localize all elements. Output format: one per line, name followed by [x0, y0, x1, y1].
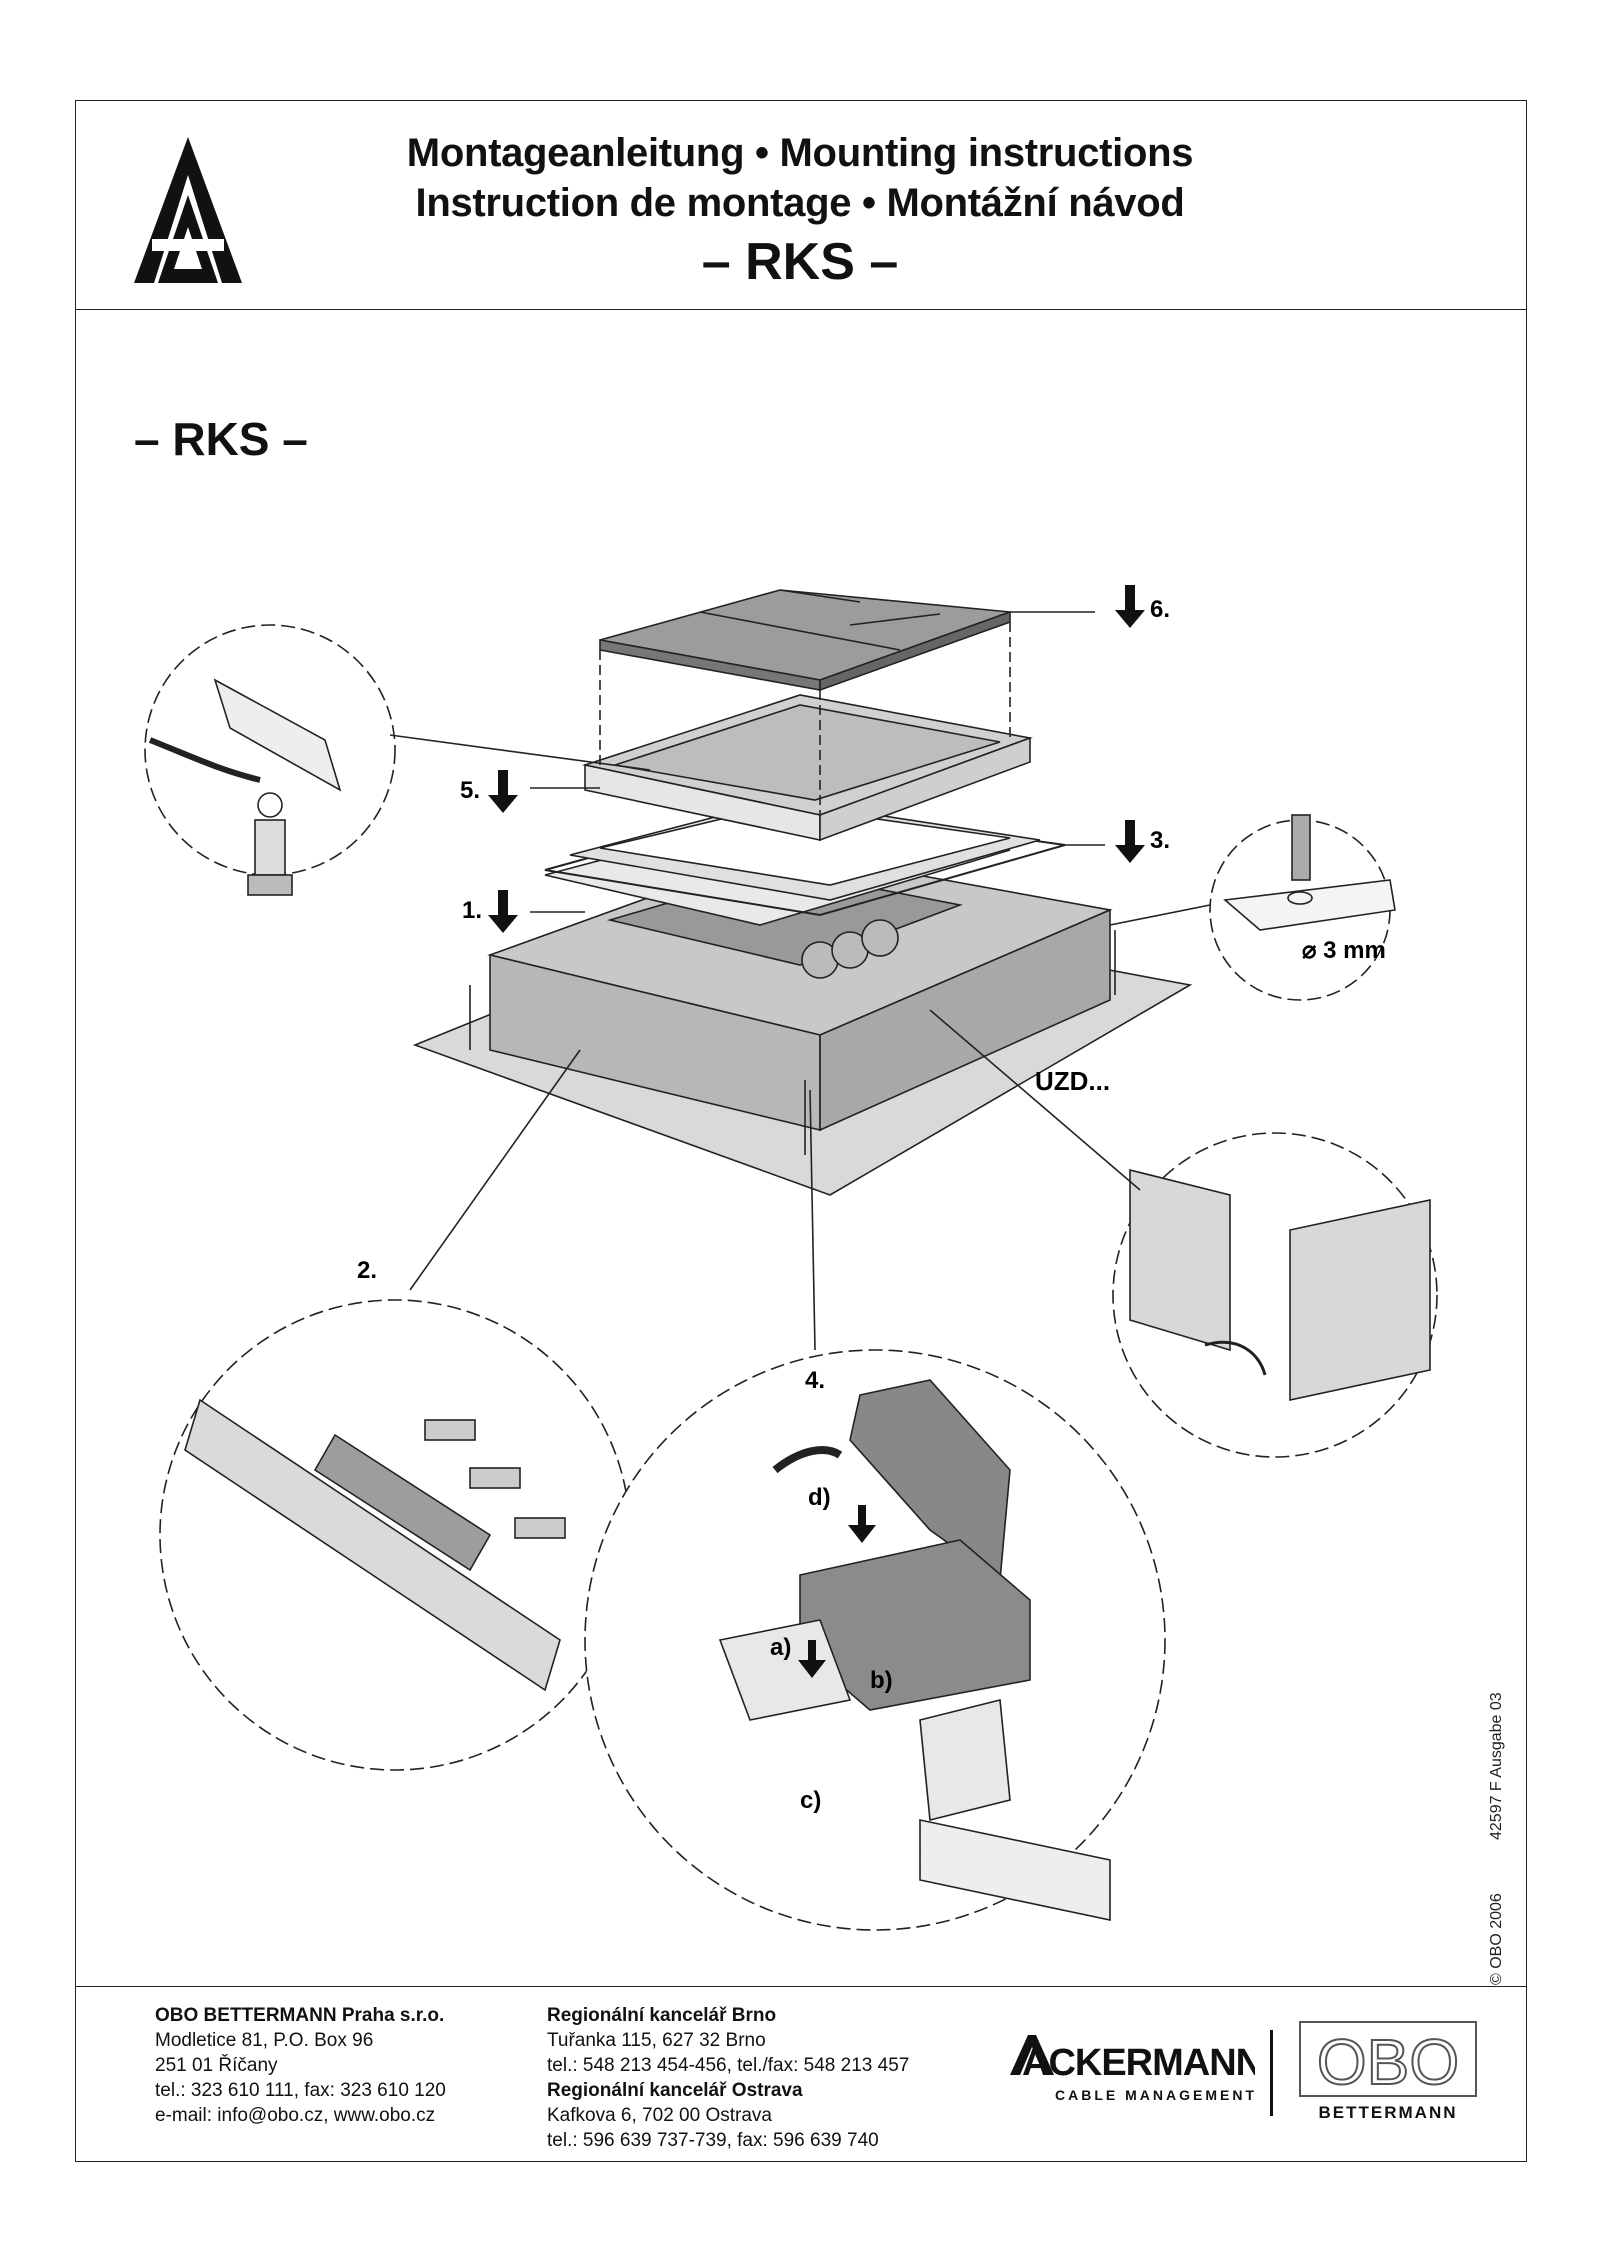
- label-drill: ⌀ 3 mm: [1302, 937, 1386, 964]
- footer-phone: tel.: 323 610 111, fax: 323 610 120: [155, 2080, 446, 2101]
- obo-triangle-logo: [134, 137, 242, 283]
- label-b: b): [870, 1667, 893, 1694]
- label-step-2: 2.: [357, 1257, 377, 1284]
- label-step-5: 5.: [460, 777, 480, 804]
- footer-ostrava-addr: Kafkova 6, 702 00 Ostrava: [547, 2105, 772, 2126]
- label-step-1: 1.: [462, 897, 482, 924]
- footer-address2: 251 01 Říčany: [155, 2055, 278, 2076]
- footer-ostrava-title: Regionální kancelář Ostrava: [547, 2080, 803, 2101]
- copyright: © OBO 2006: [1488, 1893, 1505, 1985]
- section-label: – RKS –: [134, 413, 308, 465]
- footer-brno-addr: Tuřanka 115, 627 32 Brno: [547, 2030, 766, 2051]
- page-frame: [75, 100, 1527, 2162]
- bettermann-wordmark: BETTERMANN: [1319, 2103, 1458, 2122]
- title-line-3: – RKS –: [701, 233, 899, 291]
- footer-ostrava-phone: tel.: 596 639 737-739, fax: 596 639 740: [547, 2130, 879, 2151]
- footer-brno-phone: tel.: 548 213 454-456, tel./fax: 548 213…: [547, 2055, 910, 2076]
- footer: [75, 1986, 1527, 2162]
- header: [75, 100, 1527, 310]
- assembly-illustration: 6. 5. 3. 1. 2. 4. ⌀ 3 mm UZD... d) a) b)…: [144, 585, 1438, 1931]
- label-step-4: 4.: [805, 1367, 825, 1394]
- footer-email[interactable]: e-mail: info@obo.cz, www.obo.cz: [155, 2105, 436, 2126]
- footer-regional: Regionální kancelář Brno Tuřanka 115, 62…: [547, 2003, 909, 2153]
- document-code: 42597 F Ausgabe 03: [1488, 1692, 1505, 1840]
- label-step-3: 3.: [1150, 827, 1170, 854]
- logo-divider: [1270, 2030, 1273, 2116]
- footer-praha: OBO BETTERMANN Praha s.r.o. Modletice 81…: [155, 2003, 446, 2128]
- label-c: c): [800, 1787, 821, 1814]
- ackermann-wordmark: ACKERMANN: [1022, 2042, 1255, 2084]
- title-line-2: Instruction de montage • Montážní návod: [415, 181, 1185, 225]
- footer-address1: Modletice 81, P.O. Box 96: [155, 2030, 374, 2051]
- ackermann-tagline: CABLE MANAGEMENT: [1055, 2087, 1255, 2103]
- label-step-6: 6.: [1150, 596, 1170, 623]
- ackermann-logo: ACKERMANN CABLE MANAGEMENT: [1010, 2035, 1255, 2103]
- obo-bettermann-logo: OBO BETTERMANN: [1299, 2021, 1477, 2122]
- label-a: a): [770, 1634, 791, 1661]
- box-front-right: [819, 908, 1111, 1132]
- title-line-1: Montageanleitung • Mounting instructions: [406, 131, 1194, 175]
- footer-company: OBO BETTERMANN Praha s.r.o.: [155, 2005, 445, 2026]
- label-uzd: UZD...: [1035, 1066, 1110, 1096]
- obo-wordmark: OBO: [1317, 2026, 1459, 2098]
- footer-brno-title: Regionální kancelář Brno: [547, 2005, 777, 2026]
- label-d: d): [808, 1484, 831, 1511]
- title-block: Montageanleitung • Mounting instructions…: [300, 128, 1300, 296]
